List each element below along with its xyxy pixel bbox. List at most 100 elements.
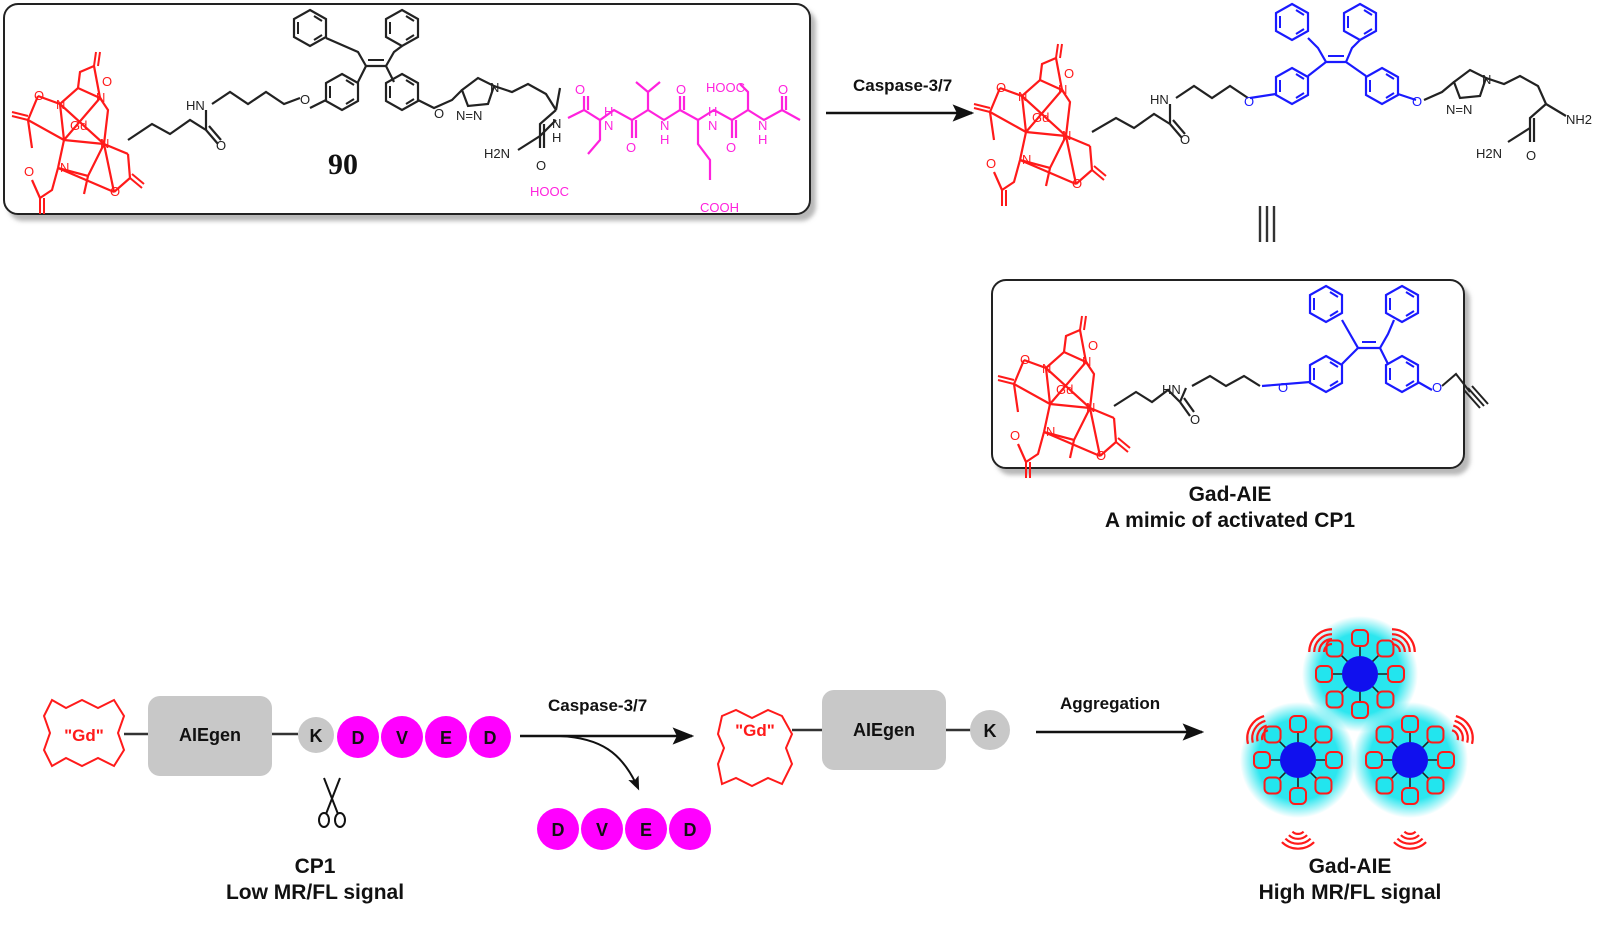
atom-o: O [1244, 94, 1254, 109]
tetraphenylethylene-blue [1261, 284, 1433, 394]
cp1-title: CP1 [294, 855, 336, 878]
peptide-bead [537, 808, 579, 850]
gd-cage-shape [42, 698, 126, 768]
atom-o: O [1412, 94, 1422, 109]
atom-nn: N=N [456, 108, 482, 123]
gd-label: "Gd" [735, 721, 775, 740]
atom-o: O [1432, 380, 1442, 395]
atom-nh: H [660, 132, 669, 147]
atom-hn: HN [186, 98, 205, 113]
atom-cooh: COOH [700, 200, 739, 215]
atom-o: O [778, 82, 788, 97]
gd-chelate-unit [1263, 725, 1282, 744]
atom-o: O [676, 82, 686, 97]
gad-aie-aggregates [1240, 616, 1474, 850]
atom-hn: HN [1162, 382, 1181, 397]
atom-o: O [626, 140, 636, 155]
atom-o: O [1190, 412, 1200, 427]
reaction-label-step1: Caspase-3/7 [548, 696, 648, 715]
peptide-residue-label: E [440, 728, 452, 748]
mimic-subtitle: A mimic of activated CP1 [1104, 509, 1356, 532]
gd-dota-chelate [972, 42, 1108, 208]
aiegen-block [148, 696, 272, 776]
peptide-residue-label: V [596, 820, 608, 840]
atom-n: N [1482, 72, 1491, 87]
reaction-label-top: Caspase-3/7 [853, 76, 953, 95]
atom-nh: H [708, 104, 717, 119]
aggregate-subtitle: High MR/FL signal [1258, 881, 1442, 904]
atom-hooc: HOOC [530, 184, 569, 199]
peptide-bead [337, 716, 379, 758]
gd-chelate-unit [1315, 665, 1333, 683]
peptide-bead [469, 716, 511, 758]
gd-chelate-unit [1387, 665, 1405, 683]
atom-n: N [552, 116, 561, 131]
reaction-label-step2: Aggregation [1060, 694, 1161, 713]
atom-h2n: H2N [1476, 146, 1502, 161]
gd-chelate-unit [1376, 639, 1395, 658]
peptide-residue-label: V [396, 728, 408, 748]
gd-chelate-unit [1325, 751, 1343, 769]
peptide-bead [581, 808, 623, 850]
atom-o: O [1278, 380, 1288, 395]
gd-chelate-unit [1437, 751, 1455, 769]
atom-o: O [536, 158, 546, 173]
atom-o: O [216, 138, 226, 153]
gd-cage-shape [716, 708, 794, 788]
compound-90-box [3, 3, 811, 215]
equivalence-icon [1258, 206, 1276, 242]
gd-chelate-unit [1401, 715, 1419, 733]
aggregate-particle [1240, 702, 1356, 818]
gd-chelate-unit [1365, 751, 1383, 769]
atom-n: N [490, 80, 499, 95]
gd-chelate-unit [1375, 725, 1394, 744]
gd-chelate-unit [1351, 629, 1369, 647]
peptide-residue-label: E [640, 820, 652, 840]
aggregate-caption: Gad-AIE High MR/FL signal [1210, 854, 1490, 906]
signal-wave-icon [1281, 830, 1315, 850]
triazole-ring [460, 76, 562, 148]
aiegen-label: AIEgen [179, 725, 241, 745]
gd-chelate-unit [1426, 725, 1445, 744]
atom-nh2: NH2 [1566, 112, 1592, 127]
peptide-bead [425, 716, 467, 758]
signal-wave-icon [1391, 628, 1416, 653]
release-arrow [559, 735, 640, 791]
signal-wave-icon [1308, 628, 1333, 653]
atom-nh: H [758, 132, 767, 147]
atom-h: H [552, 130, 561, 145]
tetraphenylethylene [292, 8, 420, 112]
atom-o: O [575, 82, 585, 97]
scissors-icon [318, 777, 346, 828]
atom-o: O [1526, 148, 1536, 163]
peptide-residue-label: D [684, 820, 697, 840]
cp1-subtitle: Low MR/FL signal [225, 881, 405, 904]
aie-core [1342, 656, 1378, 692]
gad-aie-mimic-panel: HN O O O [991, 279, 1489, 480]
aiegen-label: AIEgen [853, 720, 915, 740]
gd-chelate-unit [1375, 776, 1394, 795]
tetraphenylethylene-blue [1249, 2, 1417, 106]
mimic-title: Gad-AIE [1188, 483, 1272, 506]
atom-o: O [726, 140, 736, 155]
atom-nn: N=N [1446, 102, 1472, 117]
aggregate-title: Gad-AIE [1308, 855, 1392, 878]
signal-wave-icon [1393, 830, 1427, 850]
atom-o: O [434, 106, 444, 121]
atom-hooc: HOOC [706, 80, 745, 95]
atom-o: O [300, 92, 310, 107]
activated-product: HN O O O N N=N H2N NH2 O [972, 2, 1592, 208]
dved-peptide-structure [567, 81, 801, 180]
gd-chelate-unit [1325, 690, 1344, 709]
alkyne-group [1441, 372, 1489, 409]
gd-chelate-unit [1263, 776, 1282, 795]
k-label: K [310, 726, 323, 746]
aie-core [1392, 742, 1428, 778]
atom-h2n: H2N [484, 146, 510, 161]
gd-chelate-unit [1289, 787, 1307, 805]
lysine-bead [298, 717, 334, 753]
